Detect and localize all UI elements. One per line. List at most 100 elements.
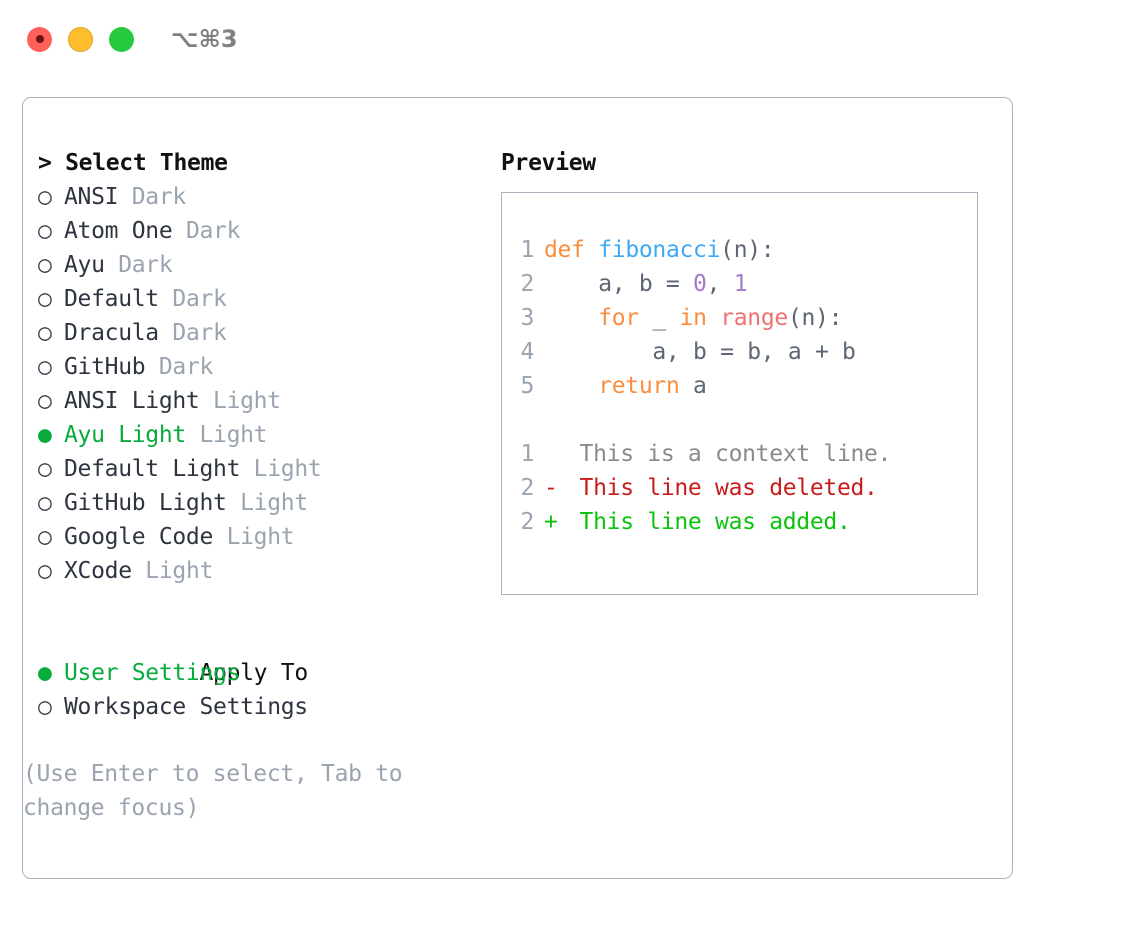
line-number: 1 bbox=[520, 237, 534, 263]
spacer bbox=[38, 588, 488, 622]
theme-list-item[interactable]: ○ ANSI Dark bbox=[38, 180, 488, 214]
theme-name-label: Atom One bbox=[64, 218, 173, 244]
diff-sample: 1 This is a context line.2- This line wa… bbox=[502, 437, 977, 539]
radio-unselected-icon: ○ bbox=[38, 388, 52, 414]
code-line: 5 return a bbox=[502, 369, 977, 403]
code-token: a bbox=[679, 373, 707, 399]
code-token: 1 bbox=[733, 271, 748, 297]
diff-text: This line was deleted. bbox=[566, 475, 878, 501]
theme-list-item[interactable]: ○ ANSI Light Light bbox=[38, 384, 488, 418]
diff-marker: - bbox=[544, 475, 558, 501]
theme-list: ○ANSI Dark○Atom One Dark○Ayu Dark○Defaul… bbox=[38, 180, 488, 588]
theme-name-label: ANSI bbox=[64, 184, 119, 210]
apply-to-label: Workspace Settings bbox=[64, 694, 308, 720]
diff-text: This line was added. bbox=[566, 509, 851, 535]
theme-kind-badge: Light bbox=[131, 558, 214, 584]
theme-name-label: Default bbox=[64, 286, 159, 312]
code-token bbox=[707, 305, 721, 331]
code-line: 3 for _ in range(n): bbox=[502, 301, 977, 335]
titlebar: ⌥⌘3 bbox=[0, 0, 1140, 78]
theme-name-label: GitHub Light bbox=[64, 490, 227, 516]
theme-list-item[interactable]: ○GitHub Dark bbox=[38, 350, 488, 384]
code-line: 2 a, b = 0, 1 bbox=[502, 267, 977, 301]
theme-list-item[interactable]: ○GitHub Light Light bbox=[38, 486, 488, 520]
close-icon bbox=[35, 35, 44, 43]
diff-marker bbox=[544, 437, 566, 471]
apply-to-option[interactable]: ● User Settings bbox=[38, 656, 488, 690]
radio-unselected-icon: ○ bbox=[38, 218, 52, 244]
close-button[interactable] bbox=[27, 26, 52, 52]
theme-list-item[interactable]: ○Google Code Light bbox=[38, 520, 488, 554]
radio-unselected-icon: ○ bbox=[38, 456, 52, 482]
theme-kind-badge: Dark bbox=[118, 184, 187, 210]
theme-list-item[interactable]: ○Default Light Light bbox=[38, 452, 488, 486]
theme-kind-badge: Dark bbox=[145, 354, 214, 380]
theme-kind-badge: Light bbox=[199, 388, 281, 414]
theme-picker-column: > Select Theme ○ANSI Dark○Atom One Dark○… bbox=[23, 146, 488, 825]
radio-unselected-icon: ○ bbox=[38, 490, 52, 516]
code-token: in bbox=[679, 305, 707, 331]
radio-unselected-icon: ○ bbox=[38, 524, 52, 550]
theme-kind-badge: Dark bbox=[158, 286, 227, 312]
diff-line: 1 This is a context line. bbox=[502, 437, 977, 471]
theme-list-item[interactable]: ○ Atom One Dark bbox=[38, 214, 488, 248]
theme-name-label: XCode bbox=[64, 558, 132, 584]
radio-unselected-icon: ○ bbox=[38, 286, 52, 312]
theme-name-label: Ayu Light bbox=[64, 422, 186, 448]
apply-to-option[interactable]: ○ Workspace Settings bbox=[38, 690, 488, 724]
code-token: a, b = b, a + b bbox=[544, 339, 856, 365]
apply-to-heading: Apply To bbox=[38, 622, 488, 686]
radio-unselected-icon: ○ bbox=[38, 320, 52, 346]
apply-to-heading-label: Apply To bbox=[199, 660, 308, 686]
apply-to-label: User Settings bbox=[64, 660, 241, 686]
theme-list-item[interactable]: ○ Ayu Dark bbox=[38, 248, 488, 282]
code-token bbox=[585, 237, 599, 263]
minimize-button[interactable] bbox=[68, 26, 93, 52]
theme-list-item[interactable]: ○ XCode Light bbox=[38, 554, 488, 588]
line-number: 2 bbox=[520, 509, 534, 535]
code-line: 4 a, b = b, a + b bbox=[502, 335, 977, 369]
radio-selected-icon: ● bbox=[38, 660, 52, 686]
line-number: 1 bbox=[520, 441, 534, 467]
radio-unselected-icon: ○ bbox=[38, 252, 52, 278]
preview-title: Preview bbox=[501, 150, 596, 176]
apply-to-list: ● User Settings ○ Workspace Settings bbox=[38, 656, 488, 724]
theme-list-item[interactable]: ○ Default Dark bbox=[38, 282, 488, 316]
theme-kind-badge: Light bbox=[213, 524, 295, 550]
line-number: 2 bbox=[520, 271, 534, 297]
code-token bbox=[544, 373, 598, 399]
code-token: (n): bbox=[787, 305, 843, 331]
line-number: 5 bbox=[520, 373, 534, 399]
code-token: def bbox=[544, 237, 585, 263]
theme-kind-badge: Dark bbox=[172, 218, 241, 244]
main-panel: > Select Theme ○ANSI Dark○Atom One Dark○… bbox=[22, 97, 1013, 879]
theme-name-label: ANSI Light bbox=[64, 388, 200, 414]
theme-kind-badge: Light bbox=[185, 422, 268, 448]
radio-unselected-icon: ○ bbox=[38, 558, 52, 584]
radio-unselected-icon: ○ bbox=[38, 354, 52, 380]
code-token: a, b = bbox=[544, 271, 694, 297]
theme-name-label: Dracula bbox=[64, 320, 159, 346]
theme-kind-badge: Dark bbox=[104, 252, 173, 278]
theme-list-item[interactable]: ○ Dracula Dark bbox=[38, 316, 488, 350]
code-token: range bbox=[720, 305, 788, 331]
code-token: , bbox=[706, 271, 734, 297]
line-number: 3 bbox=[520, 305, 534, 331]
code-token: return bbox=[598, 373, 680, 399]
diff-text: This is a context line. bbox=[566, 441, 892, 467]
zoom-button[interactable] bbox=[109, 26, 134, 52]
keyboard-shortcut-label: ⌥⌘3 bbox=[171, 25, 238, 53]
theme-kind-badge: Dark bbox=[158, 320, 227, 346]
radio-unselected-icon: ○ bbox=[38, 694, 52, 720]
radio-unselected-icon: ○ bbox=[38, 184, 52, 210]
radio-selected-icon: ● bbox=[38, 422, 52, 448]
diff-line: 2- This line was deleted. bbox=[502, 471, 977, 505]
code-token: for bbox=[598, 305, 639, 331]
theme-list-item[interactable]: ● Ayu Light Light bbox=[38, 418, 488, 452]
line-number: 2 bbox=[520, 475, 534, 501]
theme-name-label: Ayu bbox=[64, 252, 105, 278]
